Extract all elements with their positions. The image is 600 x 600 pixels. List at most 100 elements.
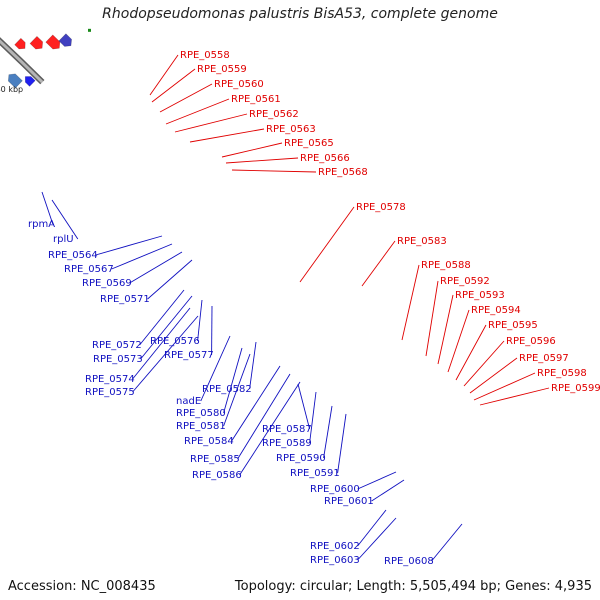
leader-line xyxy=(149,54,179,96)
reverse-gene-label: RPE_0603 xyxy=(310,555,360,566)
leader-line xyxy=(425,280,439,357)
reverse-gene-label: RPE_0575 xyxy=(85,387,135,398)
leader-line xyxy=(297,383,311,430)
gc-content-dots xyxy=(87,28,91,32)
forward-gene-label: RPE_0599 xyxy=(551,383,600,394)
forward-gene-label: RPE_0561 xyxy=(231,94,281,105)
leader-line xyxy=(189,128,265,143)
reverse-gene-label: RPE_0586 xyxy=(192,470,242,481)
leader-line xyxy=(51,199,79,240)
leader-line xyxy=(447,309,470,373)
reverse-gene-label: RPE_0580 xyxy=(176,408,226,419)
leader-line xyxy=(132,307,191,380)
scale-tick-label: 680 kbp xyxy=(0,85,23,94)
reverse-gene-label: RPE_0574 xyxy=(85,374,135,385)
reverse-gene-label: RPE_0585 xyxy=(190,454,240,465)
leader-line xyxy=(231,169,317,173)
forward-gene xyxy=(58,33,72,47)
reverse-gene-label: RPE_0582 xyxy=(202,384,252,395)
leader-line xyxy=(223,347,243,414)
leader-line xyxy=(361,240,396,287)
leader-line xyxy=(41,191,54,225)
reverse-gene-label: nadE xyxy=(176,396,201,407)
gene-labels: RPE_0558RPE_0559RPE_0560RPE_0561RPE_0562… xyxy=(28,50,600,567)
leader-line xyxy=(140,295,193,360)
leader-line xyxy=(139,289,185,346)
leader-line xyxy=(165,98,230,125)
forward-gene-label: RPE_0592 xyxy=(440,276,490,287)
backbone-highlight xyxy=(0,39,44,84)
forward-gene xyxy=(45,34,61,50)
reverse-gene-label: RPE_0581 xyxy=(176,421,226,432)
forward-gene-label: RPE_0595 xyxy=(488,320,538,331)
gene-shape xyxy=(24,76,36,87)
leader-line xyxy=(174,113,248,133)
reverse-gene-label: RPE_0569 xyxy=(82,278,132,289)
reverse-gene-label: RPE_0591 xyxy=(290,468,340,479)
forward-gene-label: RPE_0568 xyxy=(318,167,368,178)
forward-gene xyxy=(14,37,26,50)
leader-line xyxy=(357,471,397,490)
forward-gene-label: RPE_0596 xyxy=(506,336,556,347)
reverse-gene-label: RPE_0576 xyxy=(150,336,200,347)
leader-line xyxy=(437,294,454,365)
scale-ticks: 610 kbp620 kbp630 kbp640 kbp650 kbp660 k… xyxy=(0,85,23,94)
reverse-gene-label: RPE_0602 xyxy=(310,541,360,552)
gene-shape xyxy=(58,33,72,47)
leader-line xyxy=(147,259,193,300)
leader-line xyxy=(455,324,487,381)
gene-shape xyxy=(29,35,44,50)
forward-gene-label: RPE_0578 xyxy=(356,202,406,213)
reverse-gene-label: RPE_0584 xyxy=(184,436,234,447)
forward-gene-label: RPE_0558 xyxy=(180,50,230,61)
reverse-gene-label: RPE_0587 xyxy=(262,424,312,435)
reverse-gene-label: RPE_0564 xyxy=(48,250,98,261)
leader-line xyxy=(95,235,163,256)
gene-shape xyxy=(45,34,61,50)
reverse-gene-label: RPE_0571 xyxy=(100,294,150,305)
leader-line xyxy=(357,509,387,547)
forward-gene-label: RPE_0594 xyxy=(471,305,521,316)
leader-line xyxy=(237,373,291,460)
gene-features xyxy=(7,33,72,89)
leader-line xyxy=(129,251,183,284)
leader-line xyxy=(371,479,405,502)
accession-text: Accession: NC_008435 xyxy=(8,579,156,594)
leader-line xyxy=(401,264,420,341)
forward-gene-label: RPE_0598 xyxy=(537,368,587,379)
leader-line xyxy=(231,365,281,442)
reverse-gene-label: rplU xyxy=(53,234,74,245)
reverse-gene-label: RPE_0573 xyxy=(93,354,143,365)
reverse-gene-label: RPE_0589 xyxy=(262,438,312,449)
gene-shape xyxy=(14,37,26,50)
leader-line xyxy=(221,142,283,158)
leader-line xyxy=(469,357,518,394)
forward-gene-label: RPE_0560 xyxy=(214,79,264,90)
leader-line xyxy=(479,387,550,406)
leader-line xyxy=(111,243,173,270)
genome-summary-text: Topology: circular; Length: 5,505,494 bp… xyxy=(234,579,592,594)
genome-backbone xyxy=(0,37,45,85)
leader-line xyxy=(463,340,505,387)
leader-line xyxy=(299,206,355,283)
reverse-gene-label: rpmA xyxy=(28,219,55,230)
leader-line xyxy=(200,335,231,402)
reverse-gene xyxy=(7,73,23,89)
gene-shape xyxy=(7,73,23,89)
forward-gene xyxy=(29,35,44,50)
gc-dot xyxy=(87,28,91,32)
leader-line xyxy=(151,68,196,103)
leader-line xyxy=(223,353,251,427)
leader-line xyxy=(225,157,299,164)
forward-gene-label: RPE_0583 xyxy=(397,236,447,247)
map-title: Rhodopseudomonas palustris BisA53, compl… xyxy=(102,6,498,22)
leader-line xyxy=(337,413,347,474)
reverse-gene-label: RPE_0572 xyxy=(92,340,142,351)
forward-gene-label: RPE_0562 xyxy=(249,109,299,120)
reverse-gene-label: RPE_0567 xyxy=(64,264,114,275)
leader-line xyxy=(159,83,213,113)
reverse-gene-label: RPE_0600 xyxy=(310,484,360,495)
reverse-gene-label: RPE_0608 xyxy=(384,556,434,567)
forward-gene-label: RPE_0565 xyxy=(284,138,334,149)
